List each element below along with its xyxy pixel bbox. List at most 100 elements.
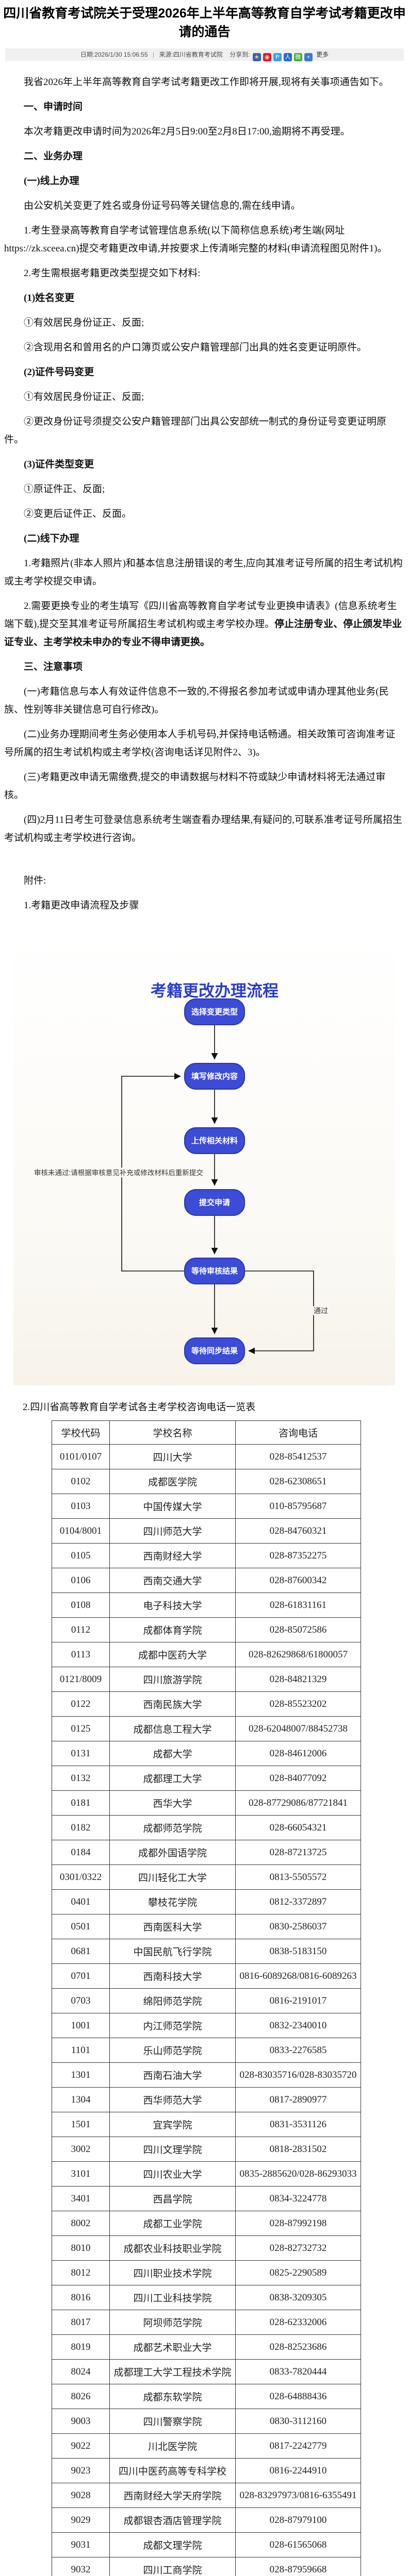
school-name-cell: 西华大学	[109, 1790, 236, 1816]
phone-cell: 0831-3531126	[235, 2112, 361, 2137]
phone-cell: 028-62048007/88452738	[235, 1716, 361, 1741]
school-name-cell: 成都艺术职业大学	[109, 2334, 236, 2360]
renren-share-icon[interactable]: 人	[283, 53, 292, 61]
phone-cell: 028-82732732	[235, 2235, 361, 2261]
phone-cell: 028-62332006	[235, 2310, 361, 2335]
phone-cell: 0830-3112160	[235, 2409, 361, 2434]
school-name-cell: 西南财经大学	[109, 1543, 236, 1568]
school-code-cell: 0108	[52, 1592, 110, 1618]
school-name-cell: 四川旅游学院	[109, 1667, 236, 1692]
flow-step-label: 填写修改内容	[191, 1072, 238, 1081]
school-name-cell: 西南科技大学	[109, 1963, 236, 1989]
school-code-cell: 1501	[52, 2112, 110, 2137]
table-caption: 2.四川省高等教育自学考试各主考学校咨询电话一览表	[23, 1402, 256, 1413]
section-heading: (3)证件类型变更	[24, 459, 94, 470]
paragraph: 附件:	[24, 875, 46, 886]
paragraph: 1.考籍更改申请流程及步骤	[24, 900, 139, 911]
phone-cell: 0825-2290589	[235, 2260, 361, 2285]
header-school-name: 学校名称	[109, 1420, 236, 1445]
school-name-cell: 四川师范大学	[109, 1518, 236, 1544]
notice-body: 我省2026年上半年高等教育自学考试考籍更改工作即将开展,现将有关事项通告如下。…	[4, 73, 405, 914]
school-name-cell: 阿坝师范学院	[109, 2310, 236, 2335]
flow-step-label: 等待审核结果	[191, 1266, 238, 1276]
school-name-cell: 绵阳师范学院	[109, 1988, 236, 2013]
tieba-share-icon[interactable]: P	[273, 53, 282, 61]
school-name-cell: 四川工商学院	[109, 2557, 236, 2576]
table-header-row: 学校代码 学校名称 咨询电话	[52, 1420, 361, 1445]
phone-cell: 028-64888436	[235, 2384, 361, 2409]
share-more-link[interactable]: 更多	[316, 51, 329, 58]
phone-cell: 0817-2890977	[235, 2087, 361, 2112]
flow-step-label: 提交申请	[199, 1198, 230, 1207]
qzone-share-icon[interactable]: ★	[252, 53, 261, 61]
school-code-cell: 9031	[52, 2532, 110, 2557]
more-share-icon[interactable]: +	[304, 53, 313, 61]
paragraph: 由公安机关变更了姓名或身份证号码等关键信息的,需在线申请。	[24, 200, 301, 211]
school-code-cell: 8010	[52, 2235, 110, 2261]
school-name-cell: 四川文理学院	[109, 2137, 236, 2162]
school-name-cell: 西华师范大学	[109, 2087, 236, 2112]
phone-cell: 028-85523202	[235, 1691, 361, 1717]
section-heading: (1)姓名变更	[24, 293, 75, 303]
paragraph: ②变更后证件正、反面。	[24, 509, 132, 519]
phone-cell: 0816-2191017	[235, 1988, 361, 2013]
school-code-cell: 9023	[52, 2458, 110, 2483]
school-code-cell: 0181	[52, 1790, 110, 1816]
wechat-share-icon[interactable]: 微	[293, 53, 302, 61]
phone-cell: 028-83035716/028-83035720	[235, 2062, 361, 2088]
phone-cell: 0832-2340010	[235, 2013, 361, 2038]
phone-cell: 0817-2242779	[235, 2433, 361, 2459]
phone-cell: 0818-2831502	[235, 2137, 361, 2162]
school-code-cell: 0184	[52, 1840, 110, 1865]
school-name-cell: 成都农业科技职业学院	[109, 2235, 236, 2261]
header-school-code: 学校代码	[52, 1420, 110, 1445]
school-code-cell: 0125	[52, 1716, 110, 1741]
phone-cell: 0838-3209305	[235, 2285, 361, 2310]
school-code-cell: 8017	[52, 2310, 110, 2335]
paragraph: ①有效居民身份证正、反面;	[24, 392, 144, 402]
school-name-cell: 四川大学	[109, 1444, 236, 1469]
school-code-cell: 9022	[52, 2433, 110, 2459]
paragraph: (四)2月11日考生可登录信息系统考生端查看办理结果,有疑问的,可联系准考证号所…	[4, 815, 402, 843]
section-heading: 一、申请时间	[24, 101, 83, 112]
flow-step-label: 等待同步结果	[191, 1346, 238, 1355]
notice-page: 四川省教育考试院关于受理2026年上半年高等教育自学考试考籍更改申请的通告 日期…	[0, 4, 409, 2576]
phone-cell: 0812-3372897	[235, 1889, 361, 1914]
phone-cell: 028-84077092	[235, 1766, 361, 1791]
school-name-cell: 西南石油大学	[109, 2062, 236, 2088]
bold-emphasis: 停止注册专业、停止颁发毕业证专业、主考学校未申办的专业不得申请更换。	[4, 619, 402, 648]
school-name-cell: 成都工业学院	[109, 2211, 236, 2236]
phone-cell: 028-84821329	[235, 1667, 361, 1692]
weibo-share-icon[interactable]: ◉	[263, 53, 271, 61]
phone-cell: 028-66054321	[235, 1815, 361, 1840]
phone-cell: 028-87992198	[235, 2211, 361, 2236]
paragraph: ①有效居民身份证正、反面;	[24, 317, 144, 328]
school-code-cell: 0121/8009	[52, 1667, 110, 1692]
phone-cell: 028-82629868/61800057	[235, 1642, 361, 1667]
paragraph: 2.需要更换专业的考生填写《四川省高等教育自学考试专业更换申请表》(信息系统考生…	[4, 601, 402, 648]
arrow-pass-loop	[244, 1270, 314, 1354]
